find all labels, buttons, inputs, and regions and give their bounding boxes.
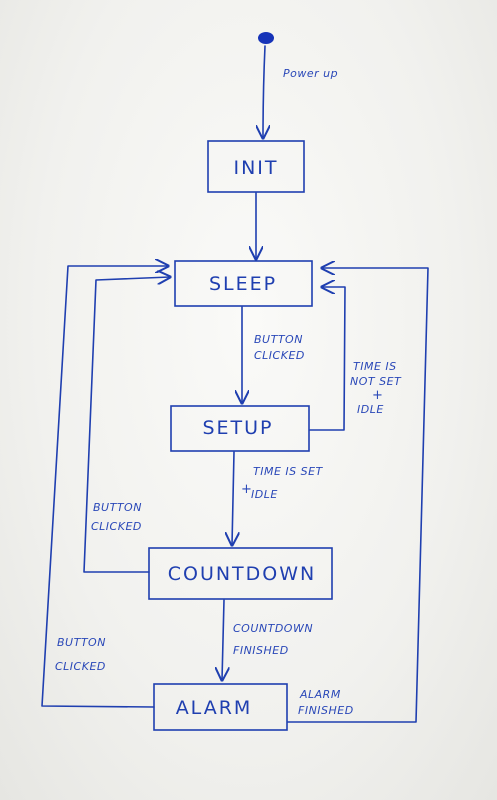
setup-to-countdown-label-line2: IDLE	[251, 488, 278, 501]
setup-to-countdown-label-line1: TIME IS SET	[253, 465, 324, 478]
setup-to-sleep-plus: +	[372, 388, 383, 403]
alarm-to-sleep-right-label-line1: ALARM	[299, 688, 341, 701]
alarm-to-sleep-left-arrow	[41, 266, 168, 708]
state-sleep-box	[174, 260, 313, 307]
alarm-to-sleep-left-label-line1: BUTTON	[57, 636, 106, 649]
state-alarm-label: ALARM	[176, 697, 253, 719]
state-countdown-label: COUNTDOWN	[168, 563, 317, 585]
countdown-to-sleep-label-line2: CLICKED	[91, 520, 142, 533]
sleep-to-setup-label-line2: CLICKED	[254, 349, 305, 362]
setup-to-sleep-label-line2: NOT SET	[350, 375, 402, 388]
setup-to-countdown-arrow	[232, 451, 234, 545]
state-init-box	[207, 140, 305, 193]
setup-to-sleep-label-line1: TIME IS	[353, 360, 397, 373]
state-init: INIT	[207, 140, 305, 193]
state-setup-label: SETUP	[202, 417, 273, 439]
state-sleep: SLEEP	[174, 260, 313, 307]
sleep-to-setup-label-line1: BUTTON	[254, 333, 303, 346]
countdown-to-alarm-label-line2: FINISHED	[233, 644, 289, 657]
setup-to-sleep-label-line3: IDLE	[357, 403, 384, 416]
state-alarm: ALARM	[153, 683, 288, 731]
alarm-to-sleep-left-label-line2: CLICKED	[55, 660, 106, 673]
alarm-to-sleep-right-label-line2: FINISHED	[298, 704, 354, 717]
state-setup-box	[170, 405, 310, 452]
countdown-to-sleep-arrow	[83, 277, 170, 573]
countdown-to-alarm-label-line1: COUNTDOWN	[233, 622, 313, 635]
state-sleep-label: SLEEP	[209, 273, 277, 295]
power-up-label: Power up	[283, 67, 338, 80]
start-node	[258, 32, 274, 44]
state-init-label: INIT	[233, 157, 278, 179]
setup-to-sleep-arrow	[309, 287, 346, 431]
setup-to-countdown-plus: +	[241, 482, 252, 497]
countdown-to-alarm-arrow	[222, 599, 224, 680]
power-up-arrow	[263, 45, 265, 138]
state-setup: SETUP	[170, 405, 310, 452]
countdown-to-sleep-label-line1: BUTTON	[93, 501, 142, 514]
alarm-to-sleep-right-arrow	[287, 268, 429, 723]
state-countdown: COUNTDOWN	[148, 547, 333, 600]
state-countdown-box	[148, 547, 333, 600]
